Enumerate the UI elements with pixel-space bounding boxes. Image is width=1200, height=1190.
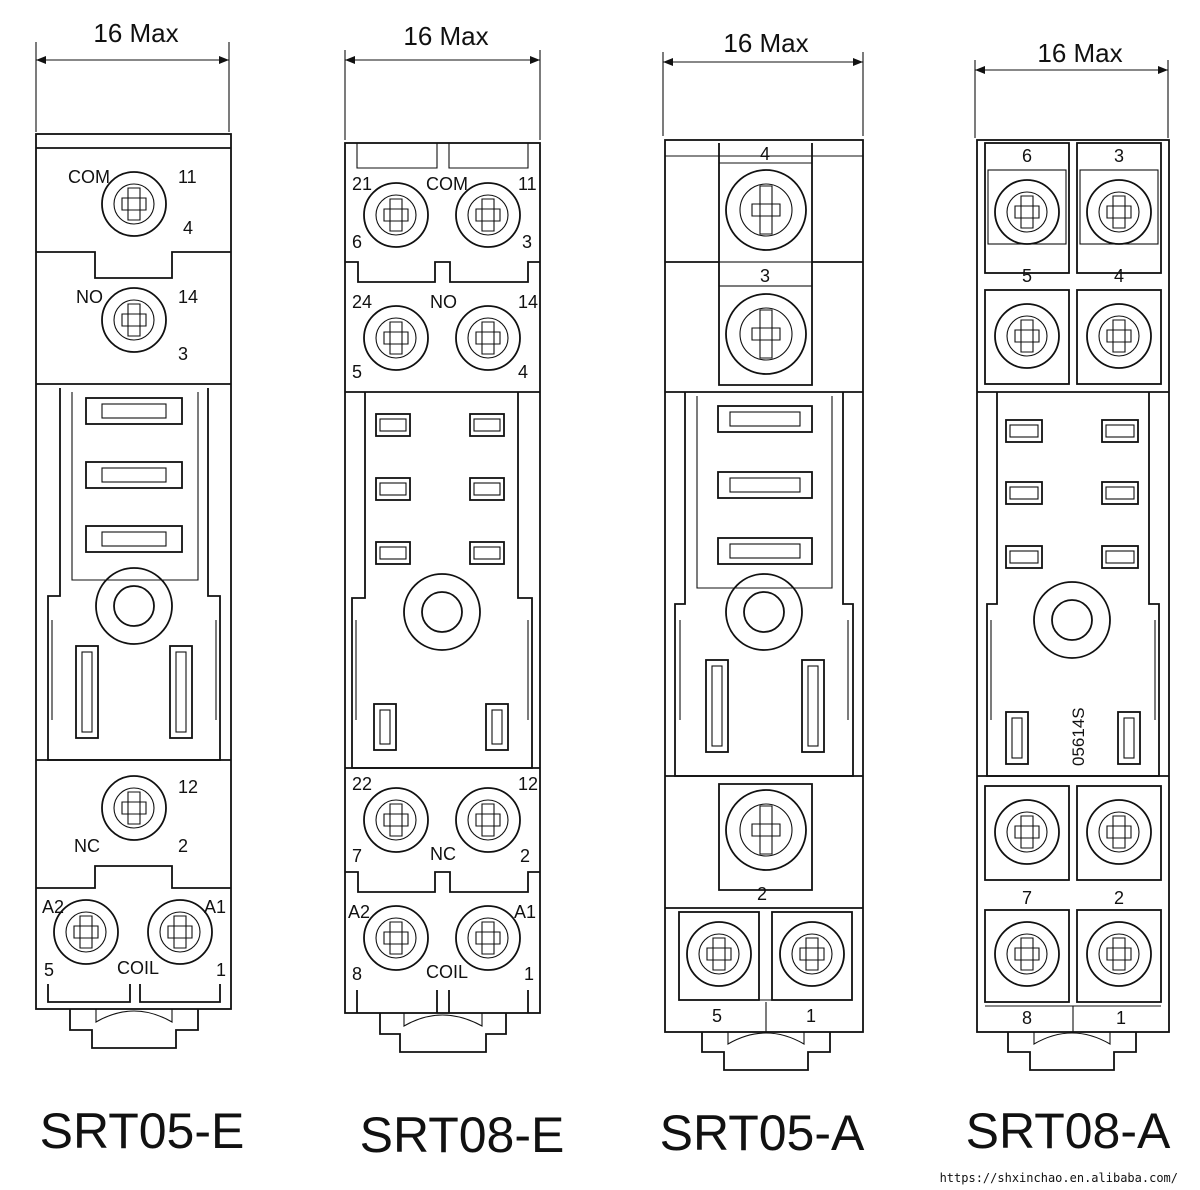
label-5: 5 (44, 960, 54, 980)
dimension-srt08-a: 16 Max (974, 38, 1169, 138)
label-4: 4 (760, 144, 770, 164)
label-4: 4 (1114, 266, 1124, 286)
label-nc: NC (74, 836, 100, 856)
dimension-label: 16 Max (723, 28, 808, 58)
label-11: 11 (518, 174, 537, 194)
label-1: 1 (1116, 1008, 1126, 1028)
socket-srt05-e: 16 Max COM 11 4 NO 14 3 (35, 18, 245, 1159)
label-11: 11 (178, 167, 197, 187)
label-nc: NC (430, 844, 456, 864)
label-7: 7 (1022, 888, 1032, 908)
label-4: 4 (518, 362, 528, 382)
label-5: 5 (352, 362, 362, 382)
socket-srt08-e: 16 Max 21 COM 11 6 3 24 NO 14 5 4 (344, 21, 565, 1163)
label-7: 7 (352, 846, 362, 866)
socket-srt05-a: 16 Max 4 3 2 (660, 28, 865, 1161)
model-code: 05614S (1069, 707, 1088, 766)
label-3: 3 (1114, 146, 1124, 166)
label-5: 5 (712, 1006, 722, 1026)
label-2: 2 (178, 836, 188, 856)
dimension-label: 16 Max (403, 21, 488, 51)
label-8: 8 (1022, 1008, 1032, 1028)
dimension-srt05-e: 16 Max (35, 18, 230, 132)
model-label-srt08-a: SRT08-A (966, 1103, 1171, 1159)
label-8: 8 (352, 964, 362, 984)
label-a2: A2 (42, 897, 64, 917)
label-com: COM (426, 174, 468, 194)
label-a1: A1 (514, 902, 536, 922)
dimension-srt08-e: 16 Max (344, 21, 541, 140)
label-14: 14 (178, 287, 198, 307)
label-1: 1 (216, 960, 226, 980)
label-coil: COIL (117, 958, 159, 978)
label-com: COM (68, 167, 110, 187)
dimension-label: 16 Max (1037, 38, 1122, 68)
label-12: 12 (178, 777, 198, 797)
label-coil: COIL (426, 962, 468, 982)
label-a2: A2 (348, 902, 370, 922)
label-3: 3 (760, 266, 770, 286)
label-a1: A1 (204, 897, 226, 917)
socket-srt08-a: 16 Max 6 3 5 4 (966, 38, 1171, 1159)
footer-url: https://shxinchao.en.alibaba.com/ (940, 1171, 1178, 1185)
label-3: 3 (522, 232, 532, 252)
label-6: 6 (352, 232, 362, 252)
label-no: NO (430, 292, 457, 312)
label-2: 2 (520, 846, 530, 866)
label-2: 2 (1114, 888, 1124, 908)
dimension-srt05-a: 16 Max (662, 28, 864, 136)
model-label-srt08-e: SRT08-E (360, 1107, 565, 1163)
label-5: 5 (1022, 266, 1032, 286)
label-21: 21 (352, 174, 372, 194)
model-label-srt05-e: SRT05-E (40, 1103, 245, 1159)
dimension-label: 16 Max (93, 18, 178, 48)
label-6: 6 (1022, 146, 1032, 166)
label-22: 22 (352, 774, 372, 794)
label-14: 14 (518, 292, 538, 312)
label-3: 3 (178, 344, 188, 364)
label-1: 1 (524, 964, 534, 984)
label-12: 12 (518, 774, 538, 794)
label-no: NO (76, 287, 103, 307)
label-1: 1 (806, 1006, 816, 1026)
label-2: 2 (757, 884, 767, 904)
label-24: 24 (352, 292, 372, 312)
label-4: 4 (183, 218, 193, 238)
model-label-srt05-a: SRT05-A (660, 1105, 865, 1161)
